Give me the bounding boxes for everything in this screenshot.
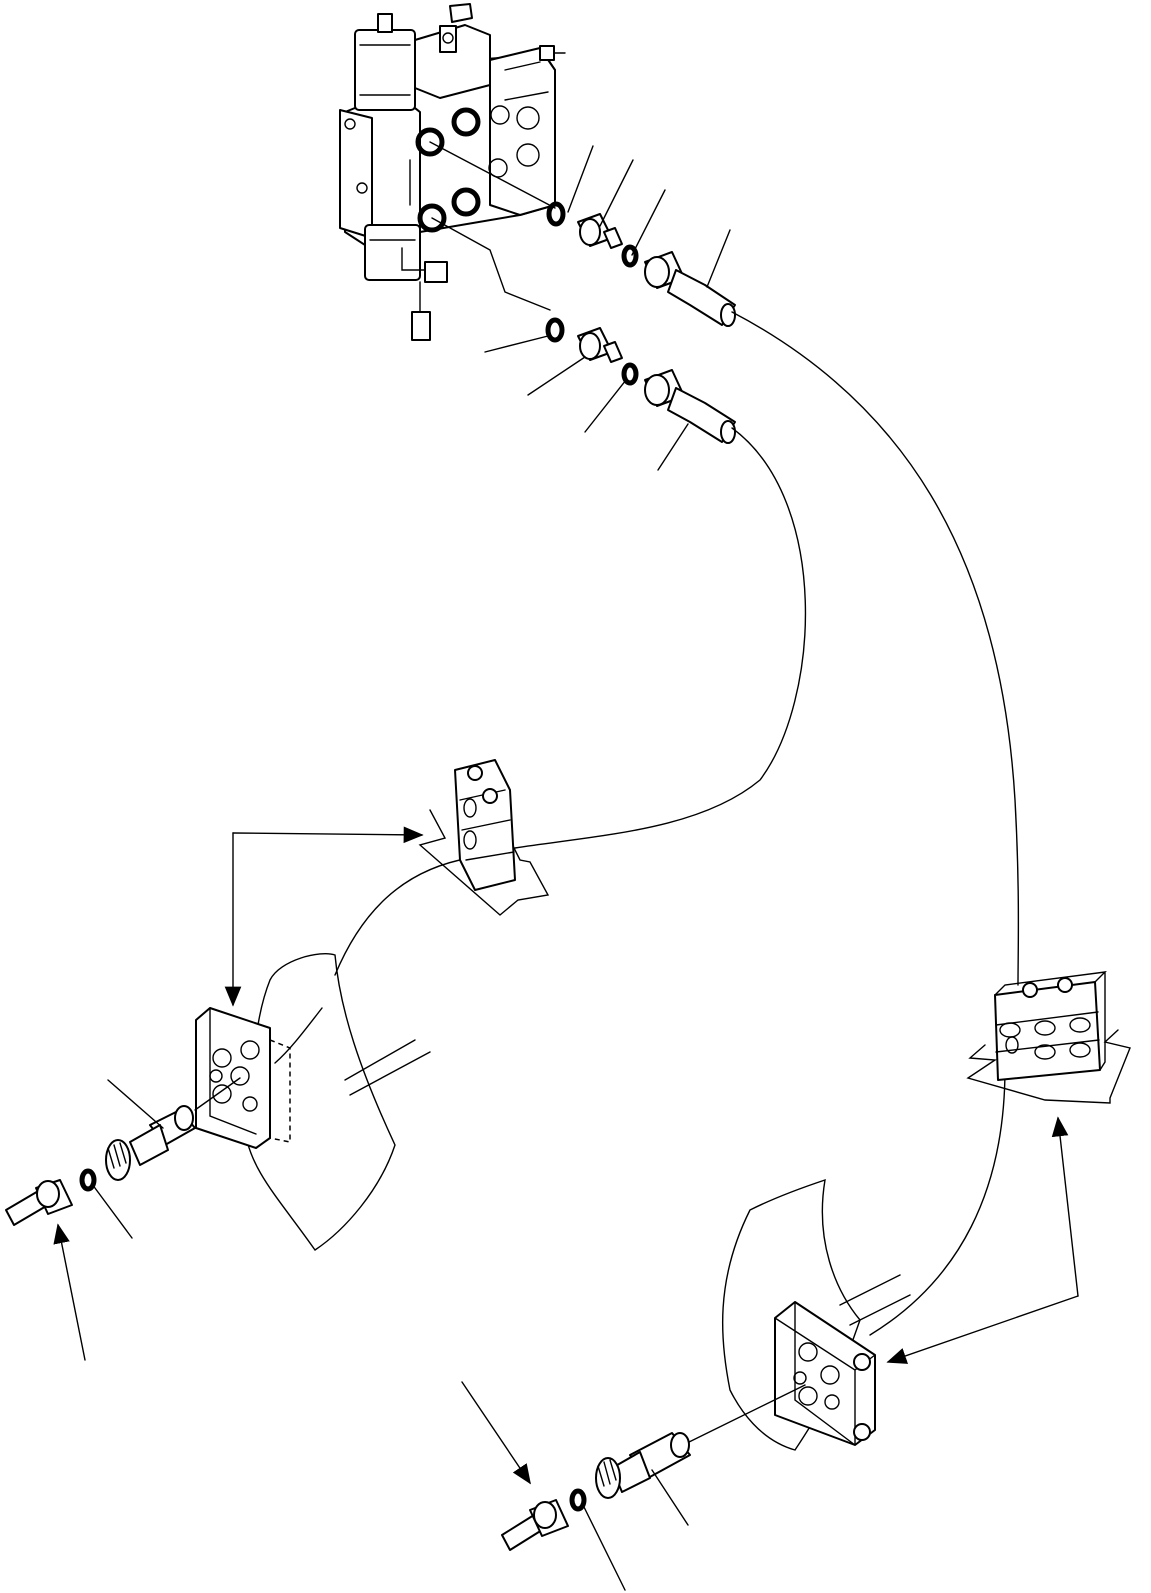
hose-end-fitting [644, 369, 736, 444]
adapter-fitting [577, 213, 623, 249]
hose-middle-lower [334, 857, 471, 976]
control-valve-assembly [339, 3, 566, 341]
left-fitting-assembly [5, 1077, 241, 1239]
o-ring [546, 201, 566, 227]
o-ring [79, 1168, 97, 1192]
hose-right [731, 311, 1020, 986]
right-mounting-bracket [721, 1178, 911, 1451]
left-mounting-bracket [195, 953, 431, 1251]
hydraulic-hoses [237, 311, 1020, 1336]
o-ring [545, 317, 565, 343]
adapter-fitting [577, 327, 623, 363]
o-ring [569, 1488, 587, 1512]
o-ring [621, 244, 639, 268]
upper-fitting-row [429, 141, 736, 327]
valve-port-rings [415, 105, 540, 233]
hose-right-lower [869, 1067, 1006, 1336]
lower-fitting-row [431, 217, 736, 471]
hose-clamp-right [966, 971, 1131, 1104]
hose-clamp-middle [418, 759, 550, 916]
hose-end-fitting [644, 251, 736, 327]
o-ring [621, 362, 639, 386]
right-fitting-assembly [501, 1384, 806, 1591]
callout-arrows [53, 826, 1079, 1485]
hose-middle-upper [514, 427, 807, 849]
